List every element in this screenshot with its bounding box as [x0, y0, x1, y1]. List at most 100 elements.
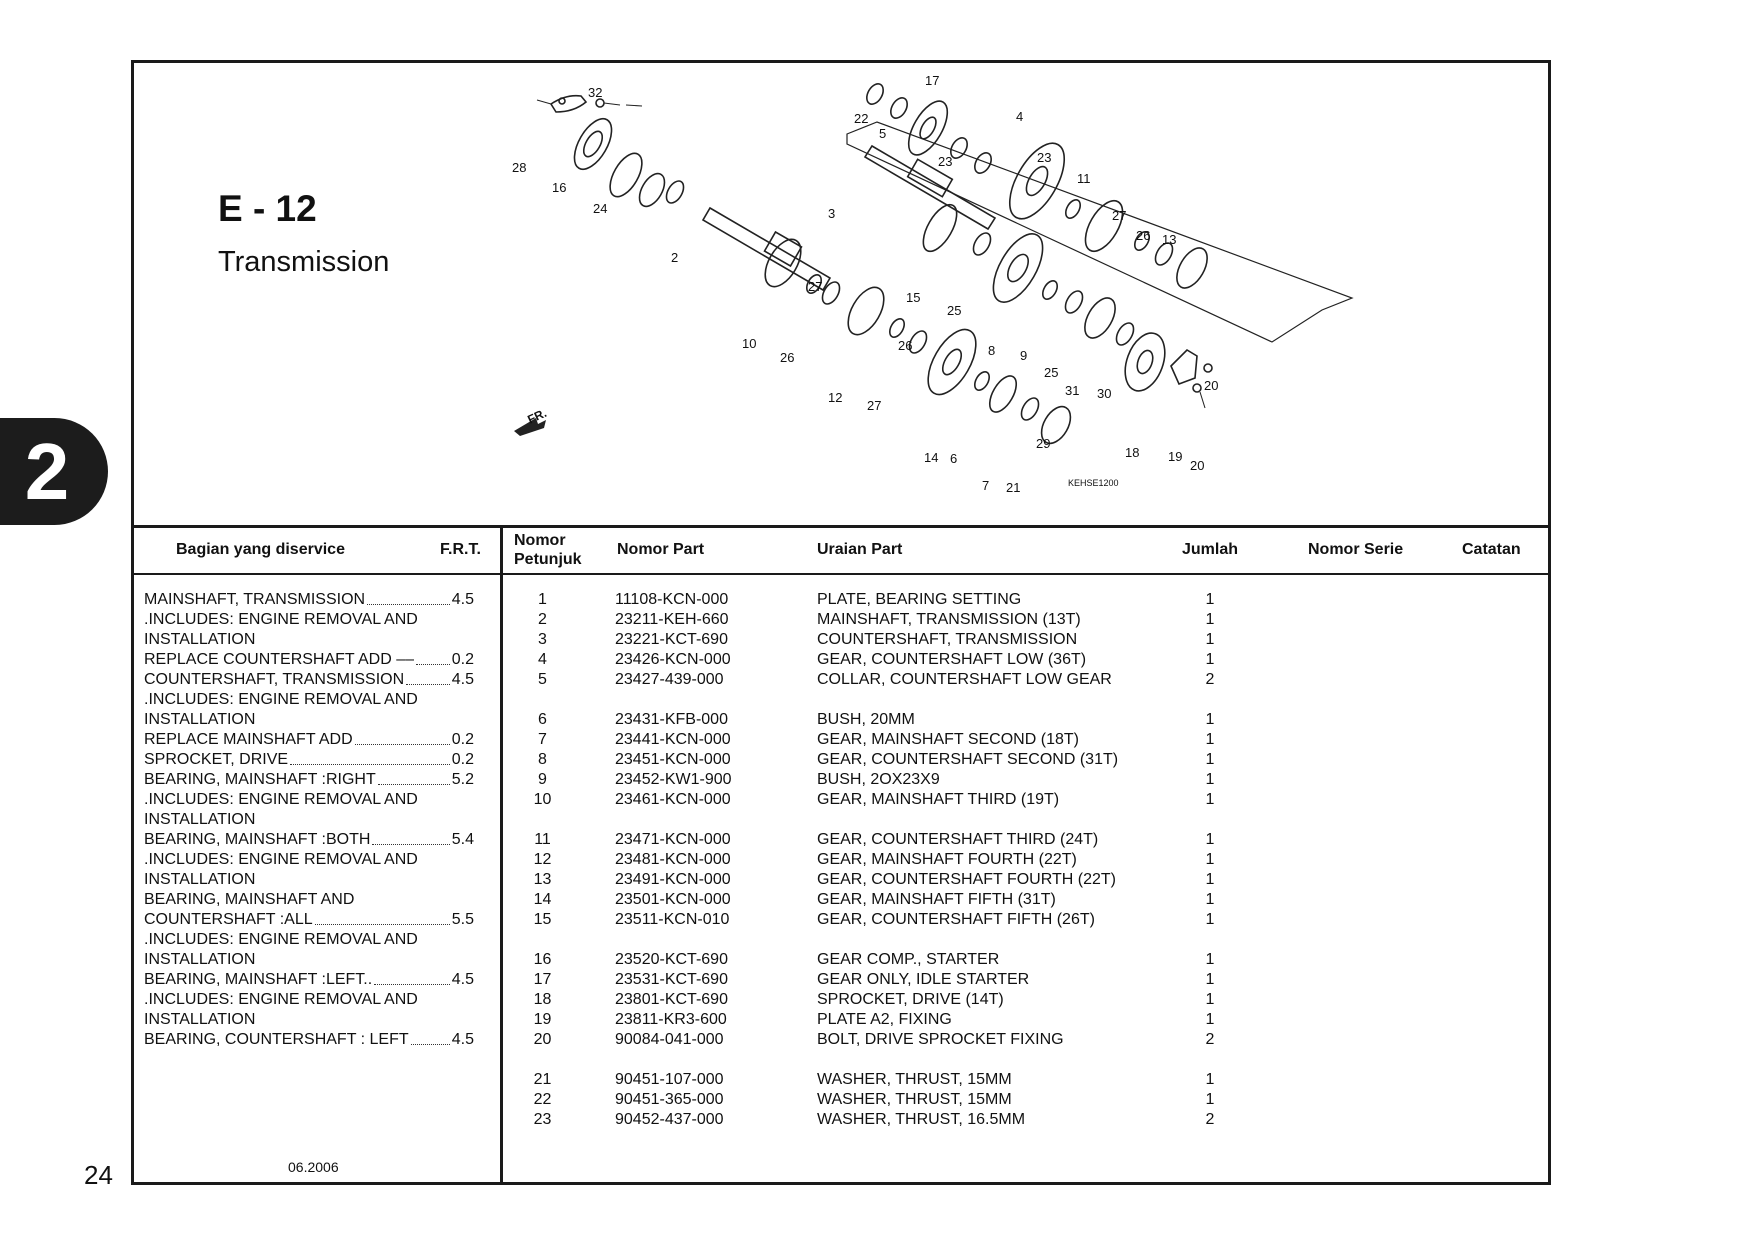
chapter-number: 2 [24, 426, 70, 516]
frt-line-text: COUNTERSHAFT :ALL [144, 911, 313, 928]
callout-25: 25 [947, 303, 961, 318]
ref-number: 18 [533, 991, 552, 1008]
page-number: 24 [84, 1160, 113, 1190]
part-description: GEAR, MAINSHAFT FOURTH (22T) [817, 851, 1077, 868]
callout-4: 4 [1016, 109, 1023, 124]
frt-line-text: COUNTERSHAFT, TRANSMISSION [144, 671, 405, 688]
ref-number: 2 [538, 611, 547, 628]
callout-26c: 26 [898, 338, 912, 353]
callout-32: 32 [588, 85, 602, 100]
quantity: 2 [1205, 1031, 1215, 1048]
part-description: BUSH, 2OX23X9 [817, 771, 940, 788]
part-description: GEAR, COUNTERSHAFT LOW (36T) [817, 651, 1087, 668]
part-description: GEAR ONLY, IDLE STARTER [817, 971, 1030, 988]
callout-23: 23 [938, 154, 952, 169]
part-number: 23427-439-000 [615, 671, 724, 688]
ref-number: 6 [538, 711, 547, 728]
frt-line: BEARING, MAINSHAFT :LEFT..4.5 [144, 970, 474, 990]
header-frt: F.R.T. [440, 541, 481, 558]
part-description: GEAR, COUNTERSHAFT FOURTH (22T) [817, 871, 1116, 888]
header-ref-no-1: Nomor [514, 532, 566, 549]
callout-27b: 27 [808, 279, 822, 294]
header-divider-bottom [131, 573, 1551, 575]
callout-20: 20 [1204, 378, 1218, 393]
ref-number: 7 [538, 731, 547, 748]
part-description: BOLT, DRIVE SPROCKET FIXING [817, 1031, 1064, 1048]
callout-29: 29 [1036, 436, 1050, 451]
part-number: 23426-KCN-000 [615, 651, 731, 668]
ref-number: 13 [533, 871, 552, 888]
part-description: GEAR, MAINSHAFT THIRD (19T) [817, 791, 1060, 808]
quantity: 1 [1205, 771, 1215, 788]
dot-leader [372, 830, 450, 845]
part-number: 23441-KCN-000 [615, 731, 731, 748]
ref-number: 20 [533, 1031, 552, 1048]
callout-15: 15 [906, 290, 920, 305]
frt-line-text: INSTALLATION [144, 711, 256, 728]
callout-8: 8 [988, 343, 995, 358]
ref-number: 22 [533, 1091, 552, 1108]
frt-line: REPLACE COUNTERSHAFT ADD ––0.2 [144, 650, 474, 670]
callout-3: 3 [828, 206, 835, 221]
frt-line-text: INSTALLATION [144, 871, 256, 888]
callout-2: 2 [671, 250, 678, 265]
callout-20b: 20 [1190, 458, 1204, 473]
frt-line-value: 4.5 [451, 591, 474, 608]
quantity: 2 [1205, 671, 1215, 688]
front-arrow-label: FR. [525, 406, 548, 427]
quantity: 1 [1205, 911, 1215, 928]
callout-26: 26 [1136, 228, 1150, 243]
column-divider [500, 525, 503, 1185]
frt-line-text: .INCLUDES: ENGINE REMOVAL AND [144, 931, 418, 948]
quantity: 1 [1205, 951, 1215, 968]
frt-line: INSTALLATION [144, 1010, 474, 1030]
callout-11: 11 [1077, 171, 1091, 186]
ref-number: 16 [533, 951, 552, 968]
frt-line-text: .INCLUDES: ENGINE REMOVAL AND [144, 611, 418, 628]
header-service: Bagian yang diservice [176, 541, 345, 558]
dot-leader [314, 910, 450, 925]
section-title: Transmission [218, 246, 390, 278]
frt-line-value: 4.5 [451, 971, 474, 988]
quantity: 1 [1205, 751, 1215, 768]
callout-31: 31 [1065, 383, 1079, 398]
chapter-tab: 2 [0, 418, 108, 525]
frt-line-value: 5.2 [451, 771, 474, 788]
frt-line-value: 5.5 [451, 911, 474, 928]
header-description: Uraian Part [817, 541, 903, 558]
callout-27c: 27 [867, 398, 881, 413]
part-number: 23811-KR3-600 [615, 1011, 727, 1028]
part-number: 23431-KFB-000 [615, 711, 728, 728]
quantity: 1 [1205, 651, 1215, 668]
part-description: GEAR, COUNTERSHAFT FIFTH (26T) [817, 911, 1095, 928]
part-number: 23211-KEH-660 [615, 611, 729, 628]
callout-16: 16 [552, 180, 566, 195]
frt-line-value: 0.2 [451, 751, 474, 768]
frt-line: INSTALLATION [144, 630, 474, 650]
part-number: 23451-KCN-000 [615, 751, 731, 768]
part-number: 23491-KCN-000 [615, 871, 731, 888]
frt-line-text: .INCLUDES: ENGINE REMOVAL AND [144, 691, 418, 708]
part-description: WASHER, THRUST, 16.5MM [817, 1111, 1026, 1128]
frt-line-value: 0.2 [451, 651, 474, 668]
ref-number: 11 [534, 831, 551, 848]
ref-number: 8 [538, 751, 547, 768]
quantity: 1 [1205, 1011, 1215, 1028]
frt-line: INSTALLATION [144, 710, 474, 730]
callout-24: 24 [593, 201, 607, 216]
quantity: 1 [1205, 991, 1215, 1008]
part-number: 23520-KCT-690 [615, 951, 728, 968]
part-number: 11108-KCN-000 [615, 591, 729, 608]
frt-line: .INCLUDES: ENGINE REMOVAL AND [144, 690, 474, 710]
callout-27: 27 [1112, 208, 1126, 223]
frt-line-text: .INCLUDES: ENGINE REMOVAL AND [144, 851, 418, 868]
part-description: WASHER, THRUST, 15MM [817, 1071, 1012, 1088]
transmission-exploded-diagram: 1 32 28 16 24 2 22 5 17 23 4 3 23 11 27 … [512, 73, 1354, 495]
dot-leader [416, 650, 450, 665]
